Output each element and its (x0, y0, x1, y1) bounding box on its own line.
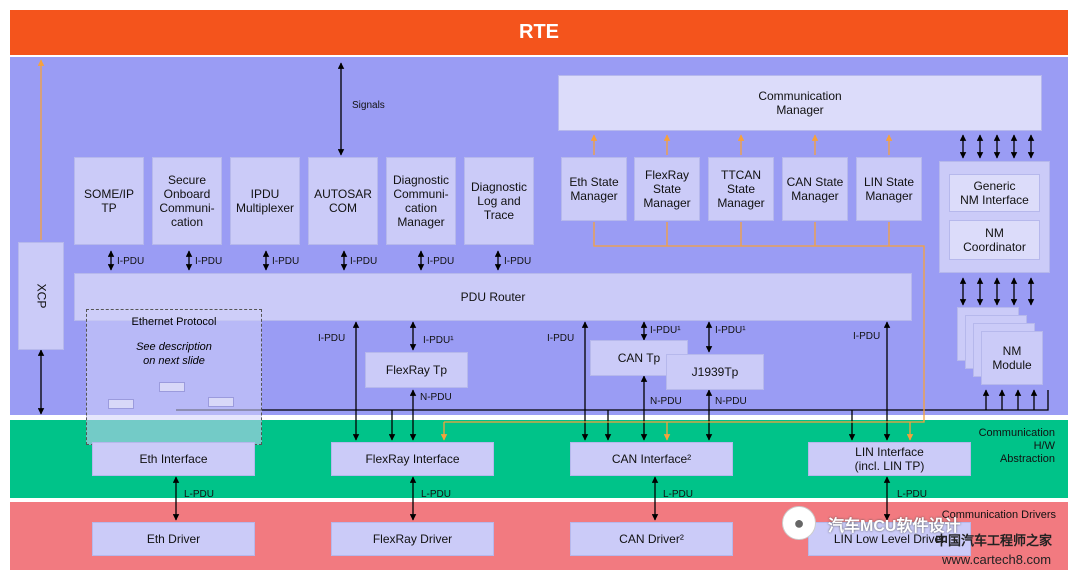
lpdu-label: L-PDU (897, 489, 928, 500)
flexray-tp-module: FlexRay Tp (365, 352, 468, 388)
ipdu-label: I-PDU (350, 256, 378, 267)
flexray-state-manager-module: FlexRay State Manager (634, 157, 700, 221)
nm-coordinator-module: NM Coordinator (949, 220, 1040, 260)
secoc-module: Secure Onboard Communi- cation (152, 157, 222, 245)
lpdu-label: L-PDU (663, 489, 694, 500)
ipdu1-label: I-PDU¹ (423, 335, 454, 346)
rte-label: RTE (519, 21, 559, 43)
can-state-manager-module: CAN State Manager (782, 157, 848, 221)
j1939-tp-module: J1939Tp (666, 354, 764, 390)
lpdu-label: L-PDU (184, 489, 215, 500)
flexray-driver-module: FlexRay Driver (331, 522, 494, 556)
npdu-label: N-PDU (420, 392, 452, 403)
signals-label: Signals (352, 100, 385, 111)
eth-submodule-placeholder (208, 397, 234, 407)
ipdu1-label: I-PDU¹ (715, 325, 746, 336)
watermark-url: www.cartech8.com (942, 552, 1052, 567)
ipdu-label: I-PDU (272, 256, 300, 267)
can-interface-module: CAN Interface² (570, 442, 733, 476)
ipdu-label: I-PDU (427, 256, 455, 267)
lin-low-level-driver-module: LIN Low Level Driver (808, 522, 971, 556)
lpdu-label: L-PDU (421, 489, 452, 500)
ipdu-multiplexer-module: IPDU Multiplexer (230, 157, 300, 245)
ethernet-protocol-title: Ethernet Protocol (131, 316, 217, 328)
someip-tp-module: SOME/IP TP (74, 157, 144, 245)
ethernet-protocol-note: See description on next slide (136, 341, 212, 367)
eth-driver-module: Eth Driver (92, 522, 255, 556)
rte-layer: RTE (10, 10, 1068, 55)
ipdu-label: I-PDU (504, 256, 532, 267)
eth-interface-module: Eth Interface (92, 442, 255, 476)
ipdu-label: I-PDU (853, 331, 881, 342)
ipdu-label: I-PDU (117, 256, 145, 267)
ttcan-state-manager-module: TTCAN State Manager (708, 157, 774, 221)
eth-submodule-placeholder (159, 382, 185, 392)
watermark-brand: 汽车MCU软件设计 (828, 518, 961, 535)
ipdu-label: I-PDU (547, 333, 575, 344)
xcp-module: XCP (18, 242, 64, 350)
eth-state-manager-module: Eth State Manager (561, 157, 627, 221)
ipdu1-label: I-PDU¹ (650, 325, 681, 336)
diagnostic-log-and-trace-module: Diagnostic Log and Trace (464, 157, 534, 245)
flexray-interface-module: FlexRay Interface (331, 442, 494, 476)
npdu-label: N-PDU (650, 396, 682, 407)
hw-abstraction-label: Communication H/W Abstraction (978, 427, 1055, 465)
ipdu-label: I-PDU (318, 333, 346, 344)
npdu-label: N-PDU (715, 396, 747, 407)
can-driver-module: CAN Driver² (570, 522, 733, 556)
generic-nm-interface-module: Generic NM Interface (949, 174, 1040, 212)
autosar-com-module: AUTOSAR COM (308, 157, 378, 245)
ipdu-label: I-PDU (195, 256, 223, 267)
drivers-layer-label: Communication Drivers (941, 509, 1056, 521)
eth-submodule-placeholder (108, 399, 134, 409)
communication-manager-module: Communication Manager (558, 75, 1042, 131)
lin-state-manager-module: LIN State Manager (856, 157, 922, 221)
ethernet-protocol-group: Ethernet Protocol See description on nex… (86, 309, 262, 445)
lin-interface-module: LIN Interface (incl. LIN TP) (808, 442, 971, 476)
watermark-site-cn: 中国汽车工程师之家 (935, 533, 1053, 548)
nm-module: NM Module (981, 331, 1043, 385)
wechat-icon: ● (782, 506, 816, 540)
xcp-label: XCP (34, 283, 48, 309)
diagnostic-communication-manager-module: Diagnostic Communi- cation Manager (386, 157, 456, 245)
